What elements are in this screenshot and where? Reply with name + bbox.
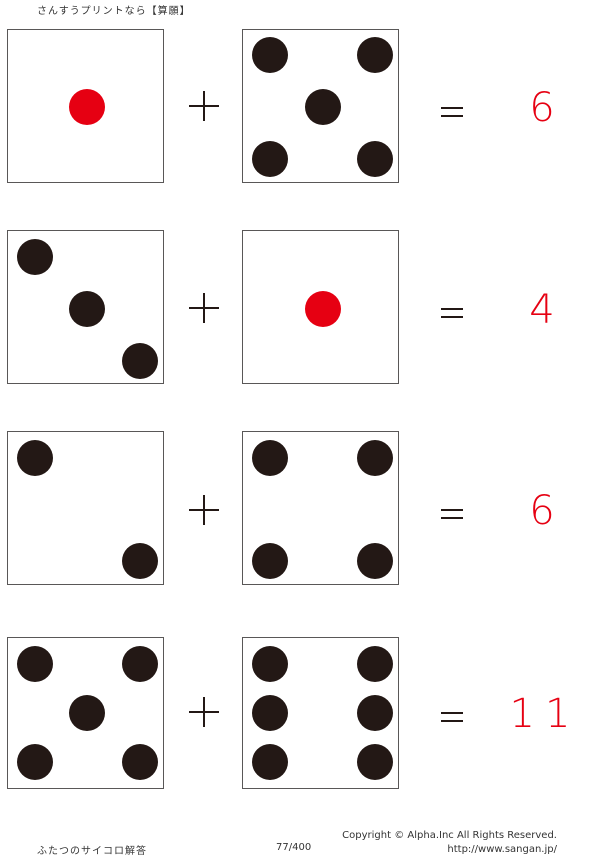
- worksheet-title: ふたつのサイコロ解答: [37, 846, 147, 857]
- pip-red-icon: [69, 89, 105, 125]
- pip-icon: [357, 744, 393, 780]
- pip-icon: [357, 37, 393, 73]
- pip-icon: [69, 695, 105, 731]
- pip-icon: [252, 646, 288, 682]
- answer-value: 6: [529, 488, 565, 534]
- die-left-face-2: [7, 431, 164, 585]
- site-url: http://www.sangan.jp/: [447, 844, 557, 855]
- die-right-face-1: [242, 230, 399, 384]
- pip-icon: [17, 440, 53, 476]
- pip-icon: [122, 646, 158, 682]
- footer-copyright-block: Copyright © Alpha.Inc All Rights Reserve…: [342, 829, 557, 857]
- pip-icon: [17, 239, 53, 275]
- pip-icon: [357, 695, 393, 731]
- pip-icon: [357, 543, 393, 579]
- header-title: さんすうプリントなら【算願】: [37, 6, 191, 17]
- die-right-face-4: [242, 431, 399, 585]
- pip-red-icon: [305, 291, 341, 327]
- pip-icon: [252, 440, 288, 476]
- pip-icon: [252, 141, 288, 177]
- pip-icon: [17, 646, 53, 682]
- answer-value: 11: [509, 691, 581, 737]
- answer-value: 6: [529, 85, 565, 131]
- die-left-face-3: [7, 230, 164, 384]
- pip-icon: [357, 646, 393, 682]
- pip-icon: [17, 744, 53, 780]
- pip-icon: [122, 543, 158, 579]
- copyright-text: Copyright © Alpha.Inc All Rights Reserve…: [342, 830, 557, 841]
- equals-sign-icon: [441, 509, 463, 519]
- pip-icon: [252, 37, 288, 73]
- pip-icon: [69, 291, 105, 327]
- answer-value: 4: [529, 287, 565, 333]
- die-left-face-5: [7, 637, 164, 789]
- die-left-face-1: [7, 29, 164, 183]
- plus-sign-icon: [189, 495, 219, 525]
- pip-icon: [305, 89, 341, 125]
- equals-sign-icon: [441, 308, 463, 318]
- pip-icon: [122, 744, 158, 780]
- pip-icon: [252, 744, 288, 780]
- die-right-face-6: [242, 637, 399, 789]
- pip-icon: [357, 440, 393, 476]
- pip-icon: [357, 141, 393, 177]
- die-right-face-5: [242, 29, 399, 183]
- page-number: 77/400: [276, 842, 312, 853]
- pip-icon: [252, 543, 288, 579]
- pip-icon: [122, 343, 158, 379]
- plus-sign-icon: [189, 293, 219, 323]
- pip-icon: [252, 695, 288, 731]
- equals-sign-icon: [441, 712, 463, 722]
- plus-sign-icon: [189, 91, 219, 121]
- equals-sign-icon: [441, 107, 463, 117]
- plus-sign-icon: [189, 697, 219, 727]
